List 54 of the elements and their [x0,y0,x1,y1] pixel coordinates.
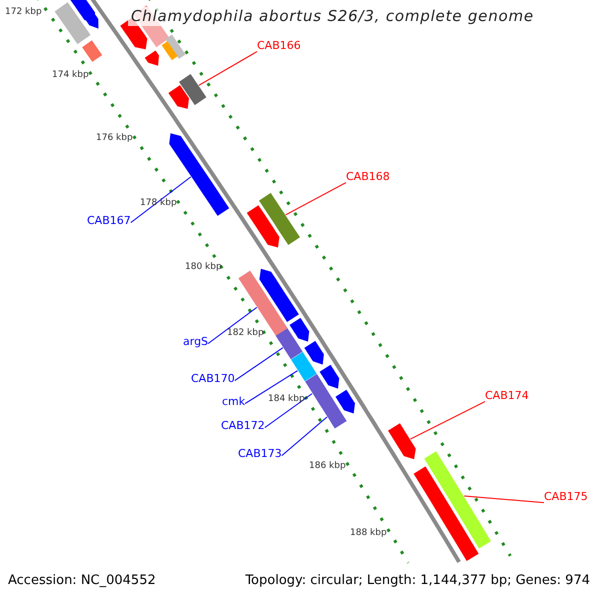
gene-block [70,0,96,23]
leader-line [264,393,313,428]
gene-block [168,85,189,109]
genome-summary: Topology: circular; Length: 1,144,377 bp; Genes: 974 [245,574,590,589]
tick-label: 172 kbp [5,7,42,18]
gene-block [304,340,324,365]
gene-block [276,328,303,360]
gene-label: CAB168 [346,171,390,184]
gene-block [305,374,332,406]
tick-label: 182 kbp [227,328,264,338]
gene-label: argS [183,336,208,349]
gene-label: CAB172 [221,420,265,433]
tick-label: 186 kbp [309,461,346,472]
gene-block [82,40,102,62]
gene-label: CAB170 [191,373,235,386]
gene-block [86,14,98,29]
leader-line [130,176,192,224]
leader-line [464,496,544,504]
leader-line [244,370,298,404]
gene-block [320,397,347,428]
leader-line [208,306,258,344]
tick-label: 188 kbp [350,528,387,538]
leader-line [234,347,284,382]
gene-block [54,2,91,44]
gene-label: CAB166 [257,40,301,53]
tick-label: 178 kbp [140,198,177,208]
leader-line [285,182,346,216]
gene-block [259,192,300,245]
gene-block [162,41,178,60]
gene-block [144,50,159,66]
gene-block [259,268,299,322]
gene-block [320,364,340,389]
gene-block [424,451,491,548]
gene-label: CAB175 [544,491,588,504]
gene-block [165,34,186,59]
gene-block [179,74,206,106]
gene-block [246,205,280,248]
gene-block [414,466,479,561]
tick-label: 176 kbp [96,133,133,144]
tick-label: 180 kbp [185,262,222,272]
accession-label: Accession: NC_004552 [8,574,156,589]
gene-label: CAB173 [238,448,282,461]
tick-label: 174 kbp [52,70,89,80]
tick-label: 184 kbp [268,394,305,404]
gene-label: CAB174 [485,390,529,403]
gene-block [291,352,317,382]
gene-label: cmk [222,396,246,409]
gene-block [290,318,310,342]
leader-line [281,416,328,456]
gene-label: CAB167 [87,215,131,228]
gene-block [336,390,355,414]
leader-line [410,401,486,440]
gene-block [388,423,416,460]
leader-line [198,51,258,86]
